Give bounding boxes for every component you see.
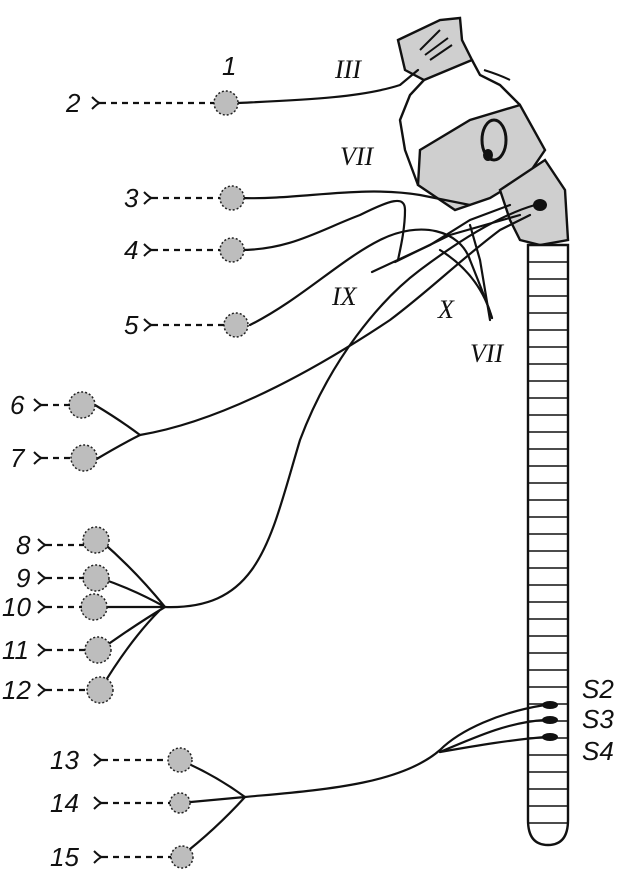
nerve-facial-lower [468,223,492,322]
nerve-vagus-6-7 [138,213,532,437]
label-10: 10 [2,592,31,622]
ganglion-6 [68,391,96,419]
ganglion-8 [82,526,110,554]
brainstem [396,16,570,247]
label-14: 14 [50,788,79,818]
ganglion-9 [82,564,110,592]
ganglion-15 [170,845,194,869]
terminal-fork-icon [143,191,153,205]
label-S4: S4 [582,736,614,766]
label-6: 6 [10,390,25,420]
terminal-fork-icon [91,96,101,110]
labels: III VII IX X VII S2 S3 S4 1 2 3 4 5 6 7 … [2,51,614,872]
nerve-pelvic [243,703,547,799]
ganglion-4 [219,237,245,263]
label-11: 11 [2,635,29,665]
label-7: 7 [10,443,26,473]
ganglion-12 [86,676,114,704]
label-III: III [334,55,362,84]
ganglion-1 [213,90,239,116]
ganglion-3 [219,185,245,211]
terminal-fork-icon [93,753,103,767]
nerve-facial-upper [238,190,472,207]
terminal-fork-icon [93,796,103,810]
label-VII-lower: VII [470,339,505,368]
ganglion-13 [167,747,193,773]
label-3: 3 [124,183,139,213]
terminal-fork-icon [143,243,153,257]
label-4: 4 [124,235,138,265]
terminal-fork-icon [37,571,47,585]
terminal-fork-icon [33,398,43,412]
spinal-cord-outline [526,243,570,847]
terminal-forks [33,96,153,864]
label-2: 2 [65,88,81,118]
label-IX: IX [331,282,358,311]
target-arrows [33,96,224,864]
nerve-to-5 [248,228,494,327]
label-S2: S2 [582,674,614,704]
spinal-cord [526,243,570,847]
terminal-fork-icon [37,643,47,657]
nerve-to-4 [238,199,407,262]
midbrain [396,16,474,82]
ganglion-10 [80,593,108,621]
terminal-fork-icon [143,318,153,332]
label-8: 8 [16,530,31,560]
label-15: 15 [50,842,79,872]
terminal-fork-icon [37,683,47,697]
label-13: 13 [50,745,79,775]
label-1: 1 [222,51,236,81]
terminal-fork-icon [37,538,47,552]
nerve-pathways [94,68,547,858]
brainstem-outline [398,59,521,186]
terminal-fork-icon [93,850,103,864]
label-9: 9 [16,563,30,593]
nerve-oculomotor [236,68,420,105]
label-5: 5 [124,310,139,340]
label-X: X [437,295,455,324]
terminal-fork-icon [37,600,47,614]
label-S3: S3 [582,704,614,734]
ganglion-5 [223,312,249,338]
spinal-segments [528,261,568,824]
nerve-vagus-8-12 [163,203,537,609]
ganglion-11 [84,636,112,664]
ganglion-7 [70,444,98,472]
terminal-fork-icon [33,451,43,465]
label-12: 12 [2,675,31,705]
ganglion-14 [169,792,191,814]
label-VII-upper: VII [340,142,375,171]
ganglia [68,90,249,869]
